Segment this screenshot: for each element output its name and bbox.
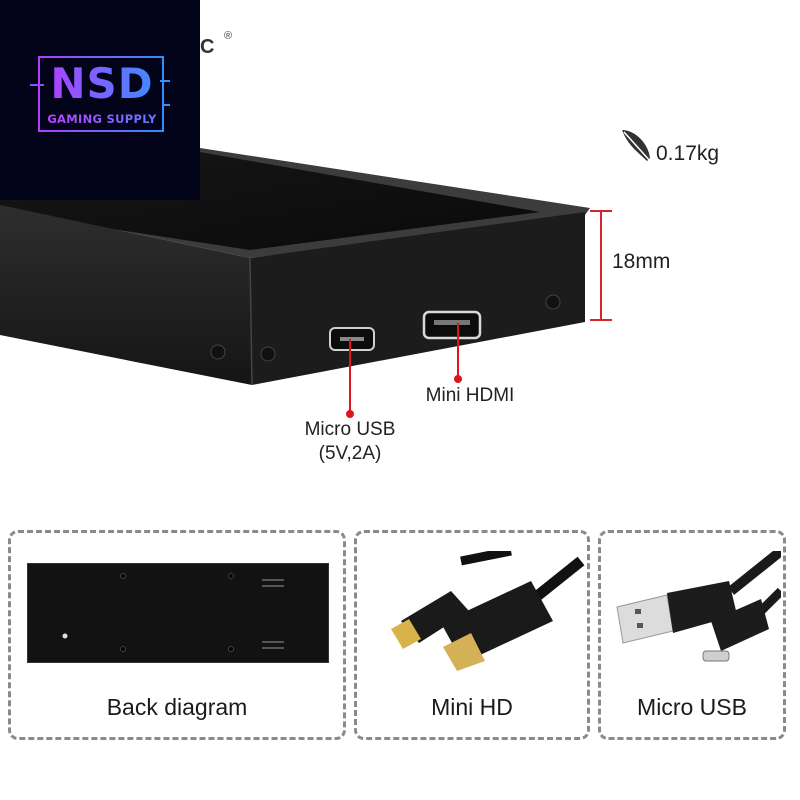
mini-hdmi-callout-dot <box>454 375 462 383</box>
micro-usb-callout-line <box>349 339 351 414</box>
nsd-logo: NSD GAMING SUPPLY <box>0 0 200 200</box>
logo-glitch-line <box>30 84 44 86</box>
mini-hdmi-callout-line <box>457 323 459 379</box>
registered-mark: ® <box>224 30 233 42</box>
monitor-back-panel-image <box>27 563 329 663</box>
dimension-bar <box>600 210 602 320</box>
mini-hdmi-callout-label: Mini HDMI <box>425 385 515 406</box>
logo-title: NSD <box>46 60 158 108</box>
brand-fragment: C <box>200 36 215 58</box>
logo-glitch-line <box>162 104 170 106</box>
logo-subtitle: GAMING SUPPLY <box>44 112 160 126</box>
micro-usb-label: Micro USB <box>304 419 396 440</box>
logo-frame <box>38 56 164 132</box>
weight-label: 0.17kg <box>656 142 720 165</box>
logo-glitch-line <box>160 80 170 82</box>
dimension-cap-bottom <box>590 319 612 321</box>
micro-usb-caption: Micro USB <box>637 694 747 720</box>
micro-usb-power-label: (5V,2A) <box>318 443 382 464</box>
back-diagram-panel: Back diagram <box>8 530 346 740</box>
mini-hd-panel: Mini HD <box>354 530 590 740</box>
micro-usb-cable-image <box>616 551 781 662</box>
micro-usb-callout-dot <box>346 410 354 418</box>
mini-hd-caption: Mini HD <box>431 694 513 720</box>
back-diagram-caption: Back diagram <box>106 694 248 720</box>
thickness-label: 18mm <box>612 250 671 273</box>
feather-icon <box>622 130 652 163</box>
mini-hdmi-cable-image <box>391 551 585 671</box>
micro-usb-panel: Micro USB <box>598 530 786 740</box>
micro-usb-callout-label: Micro USB (5V,2A) <box>290 418 410 466</box>
